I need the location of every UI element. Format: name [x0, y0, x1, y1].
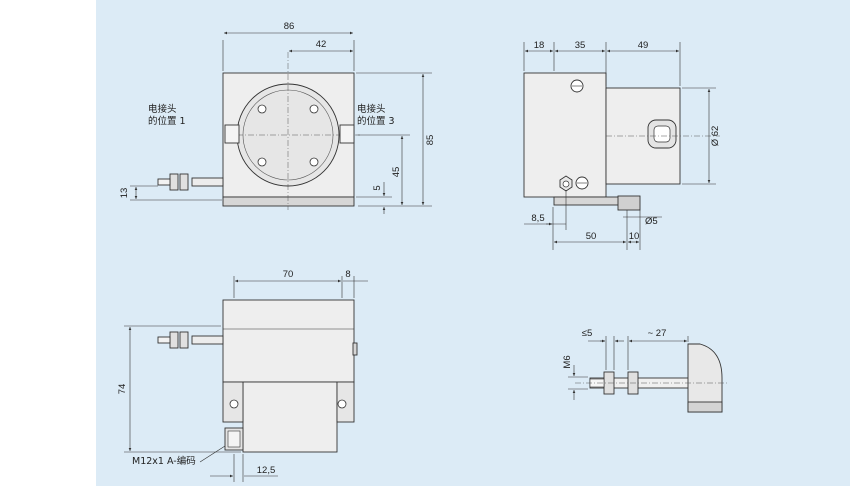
connector-position-1: [224, 124, 240, 144]
top-housing: [222, 299, 355, 383]
dim-85: 85: [425, 135, 436, 146]
dim-50: 50: [586, 231, 597, 242]
dim-86: 86: [284, 21, 295, 32]
front-view: [130, 31, 432, 214]
m12-connector-thread: [227, 430, 241, 448]
side-view: [523, 42, 720, 250]
screw-icon: [229, 399, 239, 409]
cable-outlet-tube: [191, 177, 224, 187]
screw-icon: [309, 104, 319, 114]
dim-m6: M6: [562, 355, 573, 368]
dim-18: 18: [534, 40, 545, 51]
dim-70: 70: [283, 269, 294, 280]
connector-position-3: [339, 124, 355, 144]
dim-13: 13: [119, 188, 130, 199]
cable-thread: [157, 178, 171, 186]
cable-thread: [157, 336, 171, 344]
label-connector-position-1-line1: 电接头: [148, 103, 177, 115]
label-connector-position-3-line2: 的位置 3: [357, 115, 395, 127]
dim-35: 35: [575, 40, 586, 51]
rope-clip-detail: [568, 336, 728, 413]
screw-icon: [309, 157, 319, 167]
front-base: [222, 196, 355, 207]
dim-8-5: 8,5: [531, 213, 544, 224]
screw-icon: [337, 399, 347, 409]
dim-74: 74: [117, 384, 128, 395]
dim-10: 10: [629, 231, 640, 242]
dim-le-5: ≤5: [582, 328, 593, 339]
top-side-tab: [352, 342, 358, 356]
drawing-background: [96, 0, 850, 486]
dim-5: 5: [372, 185, 383, 190]
cable-nut: [179, 173, 189, 191]
dim-diameter-5: Ø5: [645, 216, 658, 227]
label-connector-position-1-line2: 的位置 1: [148, 115, 186, 127]
hex-nut-hole: [562, 180, 570, 188]
dim-8: 8: [345, 269, 350, 280]
dim-diameter-62: Ø 62: [710, 126, 721, 147]
detail-housing-end: [687, 343, 723, 413]
dim-42: 42: [316, 39, 327, 50]
screw-icon: [257, 104, 267, 114]
top-drum: [242, 381, 338, 453]
cable-nut: [169, 173, 179, 191]
dim-49: 49: [638, 40, 649, 51]
dim-approx-27: ~ 27: [648, 328, 667, 339]
cable-nut: [169, 331, 179, 349]
label-thread-note: M12x1 A-编码: [132, 455, 196, 467]
top-view: [124, 276, 368, 482]
screw-icon: [257, 157, 267, 167]
dim-45: 45: [391, 167, 402, 178]
rope-exit-slot: [653, 125, 671, 143]
detail-housing-band: [687, 401, 723, 413]
side-mount-lug: [617, 195, 641, 211]
dim-12-5: 12,5: [257, 465, 276, 476]
cable-outlet-tube: [191, 335, 224, 345]
label-connector-position-3-line1: 电接头: [357, 103, 386, 115]
cable-nut: [179, 331, 189, 349]
